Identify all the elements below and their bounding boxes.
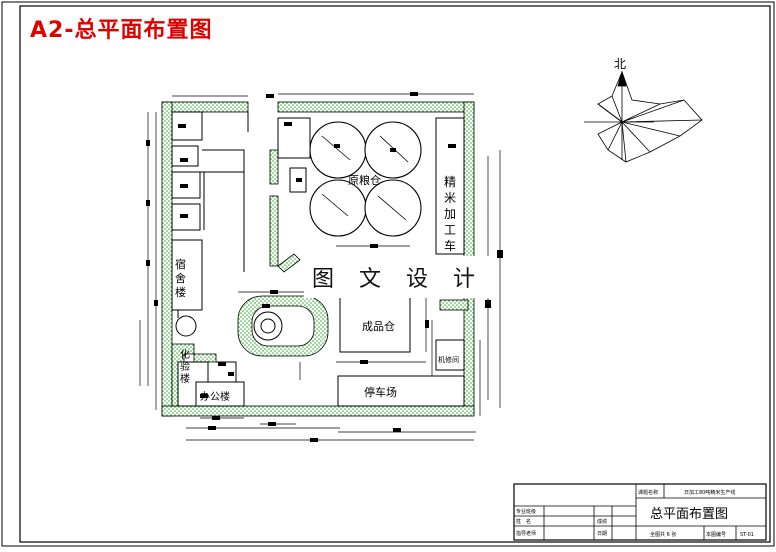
project-name: 日加工80吨精米生产线 [684, 489, 735, 496]
mill-char: 加 [444, 207, 456, 221]
compass-rose [584, 70, 703, 163]
drawing-no: ST-01 [740, 532, 754, 538]
dorm-char: 舍 [175, 271, 186, 285]
mill-char: 精 [444, 175, 456, 189]
grade-label: 成绩 [597, 518, 607, 525]
finish-warehouse-label: 成品仓 [362, 319, 395, 333]
lab-label: 化 验 楼 [180, 348, 190, 385]
round-tank [175, 311, 283, 341]
mill-char: 工 [444, 223, 456, 237]
row-label: 姓 名 [516, 518, 531, 525]
project-label: 课题名称 [638, 489, 658, 496]
sheet-count-label: 全图共 6 张 [650, 531, 676, 538]
title-block [513, 483, 767, 541]
lab-char: 楼 [180, 372, 190, 385]
row-label: 专业班级 [516, 508, 536, 515]
small-building [171, 145, 199, 167]
lab-char: 验 [180, 360, 190, 373]
parking-label: 停车场 [364, 385, 397, 399]
lab-char: 化 [180, 348, 190, 361]
watermark-text: 图 文 设 计 [304, 256, 492, 298]
mill-char: 车 [444, 238, 456, 253]
finish-warehouse-building [339, 295, 411, 353]
dormitory-building [171, 239, 203, 311]
dorm-char: 宿 [175, 257, 186, 271]
north-label: 北 [614, 57, 626, 71]
mill-char: 米 [444, 191, 456, 205]
sheet-title: A2-总平面布置图 [30, 18, 213, 43]
buildings [171, 111, 465, 407]
drawing-title: 总平面布置图 [650, 507, 728, 522]
row-label: 指导老师 [516, 530, 536, 537]
gate-house [171, 111, 203, 141]
dimension-ticks [146, 92, 503, 442]
intake-building [277, 117, 311, 159]
interior-lines [172, 112, 249, 382]
office-label: 办公楼 [200, 390, 230, 403]
raw-silo-label: 原粮仓 [348, 173, 381, 187]
dormitory-label: 宿 舍 楼 [175, 257, 186, 299]
date-label: 日期 [597, 531, 607, 537]
title-block-text: 课题名称 日加工80吨精米生产线 总平面布置图 专业班级 姓 名 指导老师 成绩… [516, 489, 754, 538]
machine-room-label: 机修间 [438, 355, 459, 364]
machine-room-building [435, 339, 465, 371]
parking-lot [337, 375, 465, 407]
drawing-no-label: 本图编号 [706, 531, 726, 538]
inner-frame [19, 5, 771, 543]
dorm-char: 楼 [175, 285, 186, 299]
mill-workshop-building [435, 117, 465, 255]
